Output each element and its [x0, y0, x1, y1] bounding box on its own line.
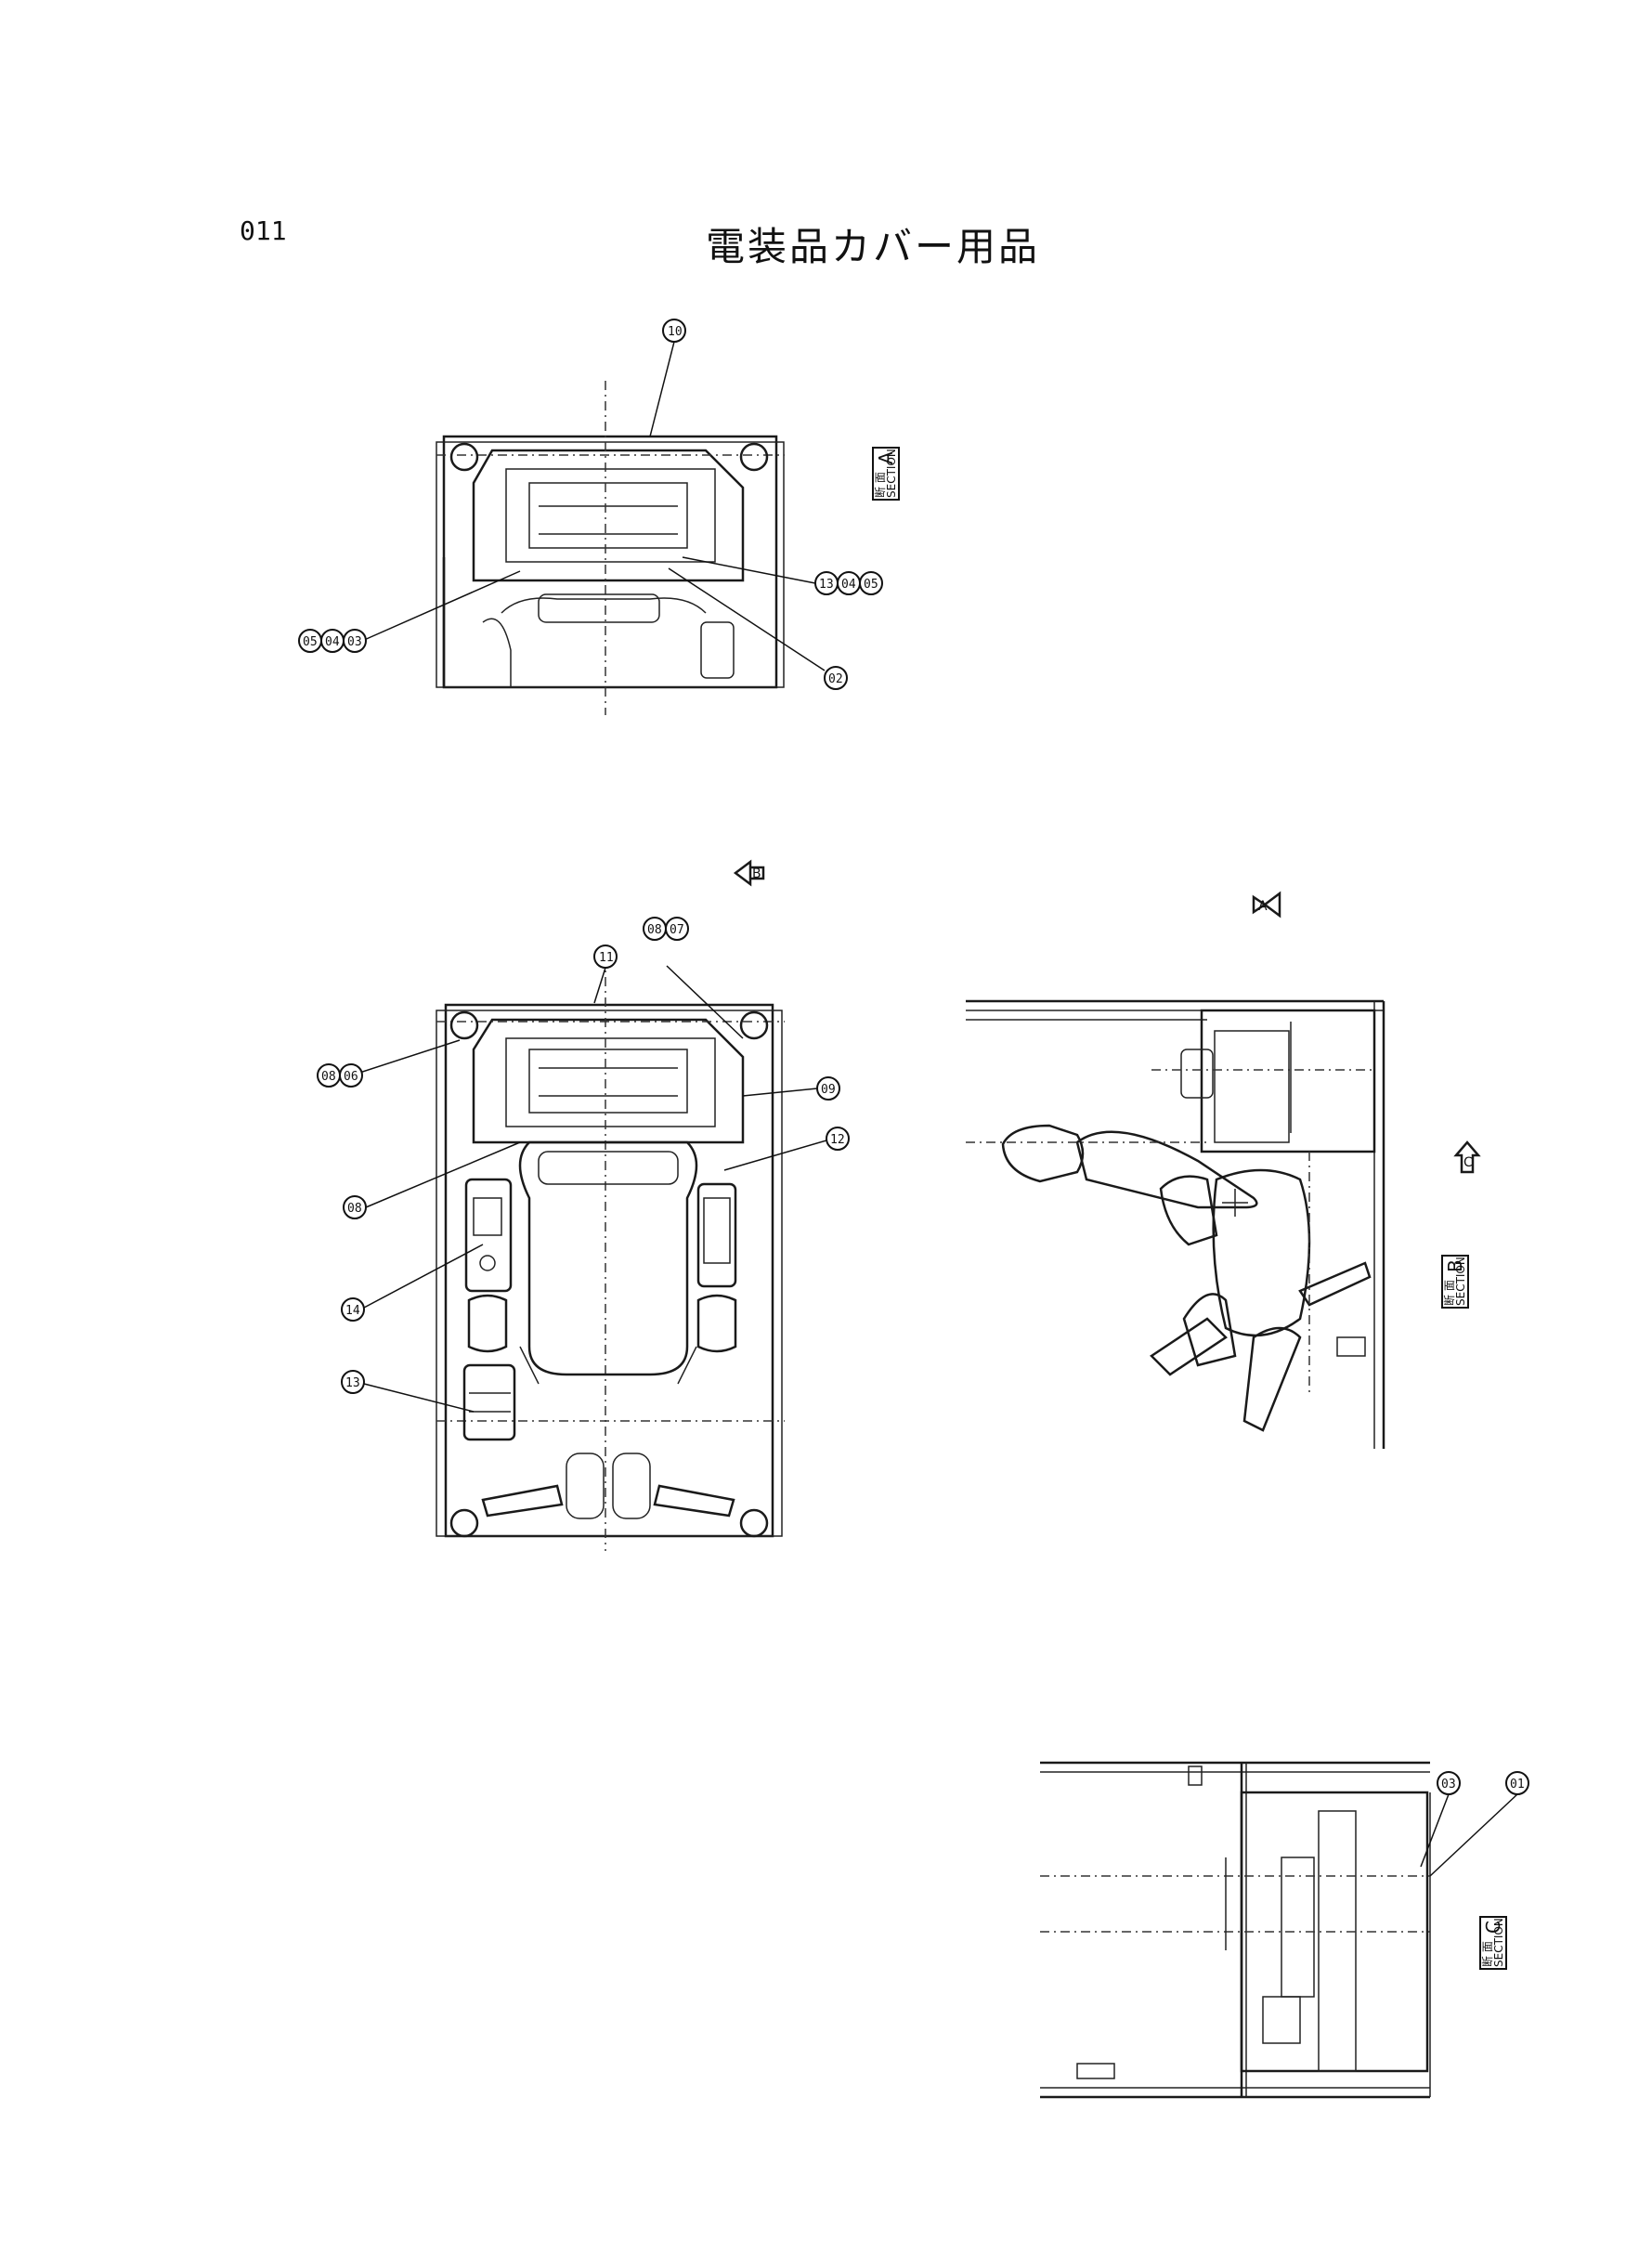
- callout-13: 13: [819, 578, 834, 592]
- callout-03: 03: [347, 635, 362, 649]
- section-a-letter: A: [875, 451, 897, 464]
- svg-text:B: B: [1444, 1259, 1466, 1272]
- svg-text:断 面: 断 面: [1442, 1280, 1456, 1306]
- svg-text:SECTION: SECTION: [1454, 1257, 1467, 1306]
- callout-01: 01: [1510, 1778, 1525, 1791]
- svg-text:B: B: [752, 866, 761, 881]
- callout-04: 04: [325, 635, 340, 649]
- svg-text:C: C: [1463, 1155, 1473, 1170]
- callout-05: 05: [864, 578, 878, 592]
- callout-11: 11: [599, 951, 614, 965]
- svg-text:断 面: 断 面: [1480, 1941, 1494, 1967]
- svg-text:10: 10: [668, 325, 683, 339]
- page-title: 電装品カバー用品: [706, 224, 1041, 269]
- callout-06: 06: [344, 1070, 358, 1084]
- side-view-section-b: [966, 999, 1385, 1449]
- callout-08: 08: [321, 1070, 336, 1084]
- view-a-plan: [436, 381, 785, 715]
- view-arrow-a: A: [1252, 891, 1281, 919]
- view-arrow-b: B: [733, 859, 765, 887]
- callout-03: 03: [1441, 1778, 1456, 1791]
- page-number: 011: [240, 215, 287, 246]
- callout-04: 04: [841, 578, 856, 592]
- callout-13: 13: [345, 1376, 360, 1390]
- section-a-kanji: 断 面: [873, 472, 887, 498]
- side-view-section-c: [1040, 1761, 1431, 2099]
- view-a-callouts: 10 13 04 05 05 04 03 02: [298, 319, 883, 690]
- section-c-label: 断 面 SECTION C: [1479, 1916, 1507, 1970]
- section-a-word: SECTION: [885, 449, 898, 498]
- svg-text:SECTION: SECTION: [1492, 1918, 1505, 1967]
- callout-12: 12: [830, 1133, 845, 1147]
- callout-08: 08: [647, 923, 662, 937]
- svg-text:C: C: [1482, 1921, 1504, 1934]
- section-a-label: 断 面 SECTION A: [872, 447, 900, 501]
- view-arrow-c: C: [1453, 1140, 1481, 1174]
- callout-02: 02: [828, 672, 843, 686]
- callout-bubble: 10: [662, 319, 686, 343]
- svg-text:A: A: [1258, 899, 1268, 914]
- section-b-label: 断 面 SECTION B: [1441, 1255, 1469, 1309]
- callout-05: 05: [303, 635, 318, 649]
- callout-08: 08: [347, 1202, 362, 1216]
- callout-07: 07: [670, 923, 684, 937]
- view-c-callouts: 03 01: [1420, 1771, 1529, 1877]
- callout-09: 09: [821, 1083, 836, 1097]
- view-b-callouts: 11 08 07 08 06 09 08 12 14 13: [317, 917, 850, 1413]
- callout-14: 14: [345, 1304, 360, 1318]
- view-b-plan: [436, 957, 785, 1551]
